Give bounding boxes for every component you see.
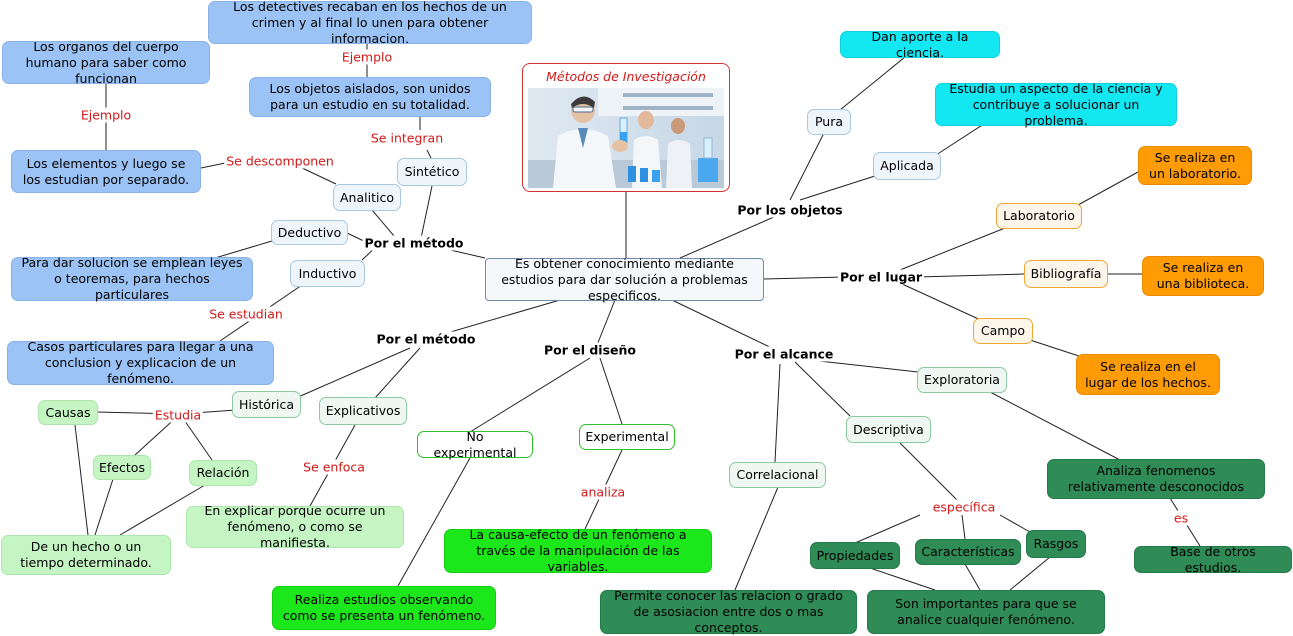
- link-analiza: analiza: [578, 484, 628, 500]
- node-sr-hechos: Se realiza en el lugar de los hechos.: [1076, 354, 1220, 395]
- node-sintetico: Sintético: [397, 158, 467, 186]
- branch-metodo-bottom: Por el método: [374, 331, 478, 347]
- node-hecho: De un hecho o un tiempo determinado.: [1, 535, 171, 575]
- node-no-experimental: No experimental: [417, 429, 533, 460]
- link-ejemplo-1: Ejemplo: [339, 49, 395, 65]
- branch-diseno: Por el diseño: [541, 342, 639, 358]
- link-se-estudian: Se estudian: [207, 306, 285, 322]
- branch-alcance: Por el alcance: [732, 346, 836, 362]
- node-sr-laboratorio: Se realiza en un laboratorio.: [1138, 146, 1252, 185]
- node-analiza-fenomenos: Analiza fenomenos relativamente desconoc…: [1047, 459, 1265, 499]
- node-objetos-aislados: Los objetos aislados, son unidos para un…: [249, 77, 491, 117]
- node-leyes: Para dar solucion se emplean leyes o teo…: [11, 255, 253, 302]
- node-permite: Permite conocer las relacion o grado de …: [600, 588, 857, 635]
- node-detectives: Los detectives recaban en los hechos de …: [208, 0, 532, 46]
- node-exploratoria: Exploratoria: [917, 367, 1007, 393]
- branch-metodo-top: Por el método: [362, 235, 466, 251]
- node-deductivo: Deductivo: [271, 220, 348, 245]
- node-aporte: Dan aporte a la ciencia.: [840, 29, 1000, 60]
- node-base: Base de otros estudios.: [1134, 544, 1292, 575]
- node-experimental: Experimental: [579, 424, 675, 450]
- node-aplicada: Aplicada: [873, 152, 941, 180]
- link-ejemplo-2: Ejemplo: [78, 107, 134, 123]
- node-casos: Casos particulares para llegar a una con…: [7, 339, 274, 386]
- node-campo: Campo: [973, 318, 1033, 344]
- title-card: Métodos de Investigación: [522, 63, 730, 192]
- node-organos: Los organos del cuerpo humano para saber…: [2, 39, 210, 86]
- node-correlacional: Correlacional: [729, 462, 826, 488]
- node-descriptiva: Descriptiva: [846, 416, 931, 443]
- node-realiza: Realiza estudios observando como se pres…: [272, 586, 496, 630]
- branch-objetos: Por los objetos: [735, 202, 845, 218]
- node-historica: Histórica: [232, 391, 301, 418]
- page-title: Métodos de Investigación: [546, 69, 706, 84]
- center-definition: Es obtener conocimiento mediante estudio…: [485, 256, 764, 303]
- node-explicar: En explicar porque ocurre un fenómeno, o…: [186, 503, 404, 550]
- node-caracteristicas: Características: [915, 539, 1021, 565]
- node-relacion: Relación: [189, 460, 257, 486]
- node-analitico: Analitico: [333, 184, 401, 211]
- node-causas: Causas: [38, 400, 98, 425]
- node-pura: Pura: [807, 109, 851, 135]
- link-estudia: Estudia: [152, 407, 204, 423]
- link-es: es: [1171, 510, 1191, 526]
- node-rasgos: Rasgos: [1026, 530, 1086, 558]
- node-inductivo: Inductivo: [290, 260, 365, 287]
- link-se-descomponen: Se descomponen: [224, 153, 336, 169]
- node-importantes: Son importantes para que se analice cual…: [867, 590, 1105, 634]
- node-bibliografia: Bibliografía: [1024, 260, 1108, 288]
- node-explicativos: Explicativos: [319, 397, 407, 425]
- link-se-enfoca: Se enfoca: [301, 459, 367, 475]
- node-efectos: Efectos: [93, 455, 151, 480]
- link-especifica: específica: [930, 499, 998, 515]
- node-causa-efecto: La causa-efecto de un fenómeno a través …: [444, 527, 712, 574]
- node-propiedades: Propiedades: [810, 542, 900, 569]
- node-laboratorio: Laboratorio: [996, 203, 1082, 229]
- node-elementos: Los elementos y luego se los estudian po…: [11, 150, 201, 193]
- scientists-photo: [528, 88, 724, 188]
- branch-lugar: Por el lugar: [837, 269, 925, 285]
- link-se-integran: Se integran: [368, 130, 446, 146]
- node-estudia-aspecto: Estudia un aspecto de la ciencia y contr…: [935, 81, 1177, 128]
- node-sr-biblioteca: Se realiza en una biblioteca.: [1142, 256, 1264, 296]
